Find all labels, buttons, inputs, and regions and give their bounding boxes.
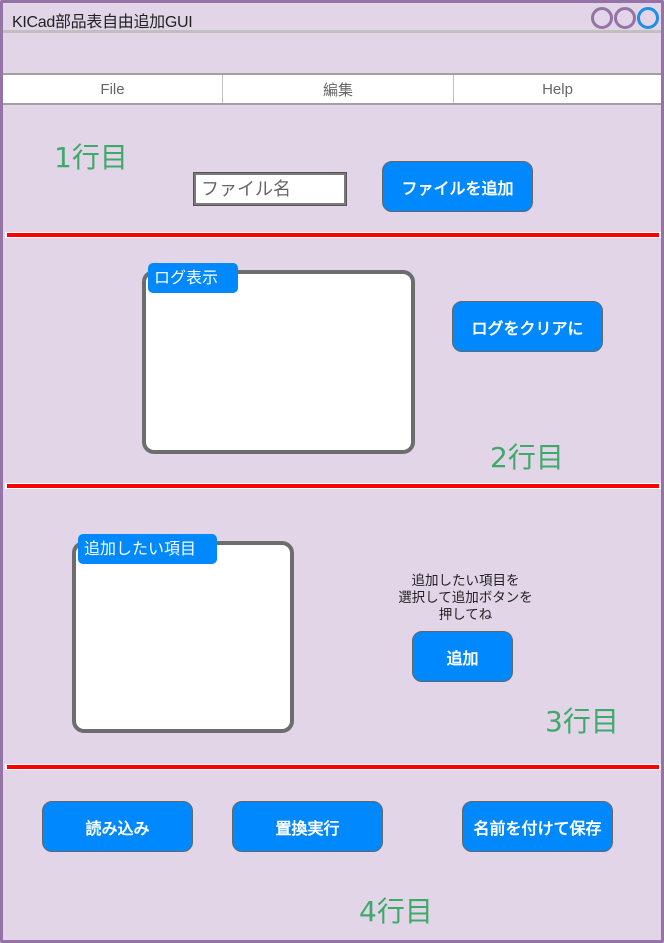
add-file-button[interactable]: ファイルを追加 [382, 161, 533, 212]
title-bar[interactable]: KICad部品表自由追加GUI [3, 3, 661, 33]
close-icon[interactable] [637, 7, 659, 29]
row2-label: 2行目 [490, 441, 564, 474]
row3-label: 3行目 [545, 705, 619, 738]
menu-help[interactable]: Help [542, 80, 573, 98]
replace-execute-button[interactable]: 置換実行 [232, 801, 383, 852]
window-title: KICad部品表自由追加GUI [12, 14, 193, 31]
instruction-line-2: 選択して追加ボタンを [398, 590, 533, 606]
save-as-button[interactable]: 名前を付けて保存 [462, 801, 613, 852]
instruction-text: 追加したい項目を 選択して追加ボタンを 押してね [383, 573, 548, 624]
file-name-input[interactable] [193, 172, 347, 206]
log-display-panel[interactable] [142, 270, 415, 454]
toolbar-area [3, 36, 661, 73]
row-divider-1 [5, 232, 661, 238]
menu-file[interactable]: File [3, 75, 223, 103]
load-button[interactable]: 読み込み [42, 801, 193, 852]
instruction-line-1: 追加したい項目を [411, 573, 520, 589]
row4-label: 4行目 [359, 895, 433, 928]
row-divider-3 [5, 764, 661, 770]
window-controls [591, 7, 659, 29]
instruction-line-3: 押してね [438, 607, 493, 623]
row1-label: 1行目 [54, 141, 128, 174]
menu-edit[interactable]: 編集 [223, 75, 454, 103]
menu-bar: File 編集 Help [3, 73, 661, 105]
log-panel-title: ログ表示 [148, 263, 238, 293]
maximize-icon[interactable] [614, 7, 636, 29]
items-panel-title: 追加したい項目 [78, 534, 217, 564]
minimize-icon[interactable] [591, 7, 613, 29]
row-divider-2 [5, 483, 661, 489]
add-button[interactable]: 追加 [412, 631, 513, 682]
items-to-add-panel[interactable] [72, 541, 294, 733]
clear-log-button[interactable]: ログをクリアに [452, 301, 603, 352]
